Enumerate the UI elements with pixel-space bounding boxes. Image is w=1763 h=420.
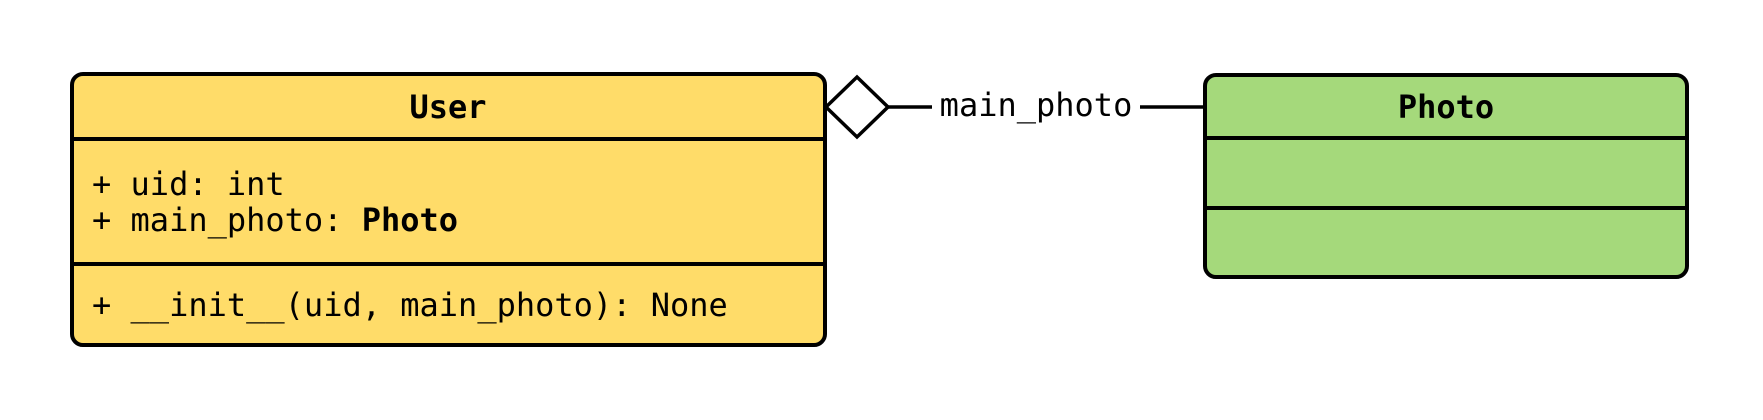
- relationship-label: main_photo: [940, 86, 1133, 124]
- user-class-rect: [70, 72, 827, 347]
- user-class-title: User: [409, 88, 486, 126]
- user-method-init: + __init__(uid, main_photo): None: [92, 286, 728, 324]
- user-attribute-main-photo: + main_photo: Photo: [92, 201, 458, 239]
- photo-class-rect: [1203, 73, 1689, 279]
- user-attribute-uid: + uid: int: [92, 165, 285, 203]
- photo-class-title: Photo: [1398, 88, 1494, 126]
- aggregation-diamond-icon: [823, 74, 891, 140]
- aggregation-connector: main_photo: [823, 74, 1205, 140]
- user-attribute-main-photo-type: Photo: [362, 201, 458, 239]
- user-attribute-main-photo-prefix: + main_photo:: [92, 201, 362, 239]
- class-box-user: User + uid: int + main_photo: Photo + __…: [70, 72, 827, 347]
- class-box-photo: Photo: [1203, 73, 1689, 279]
